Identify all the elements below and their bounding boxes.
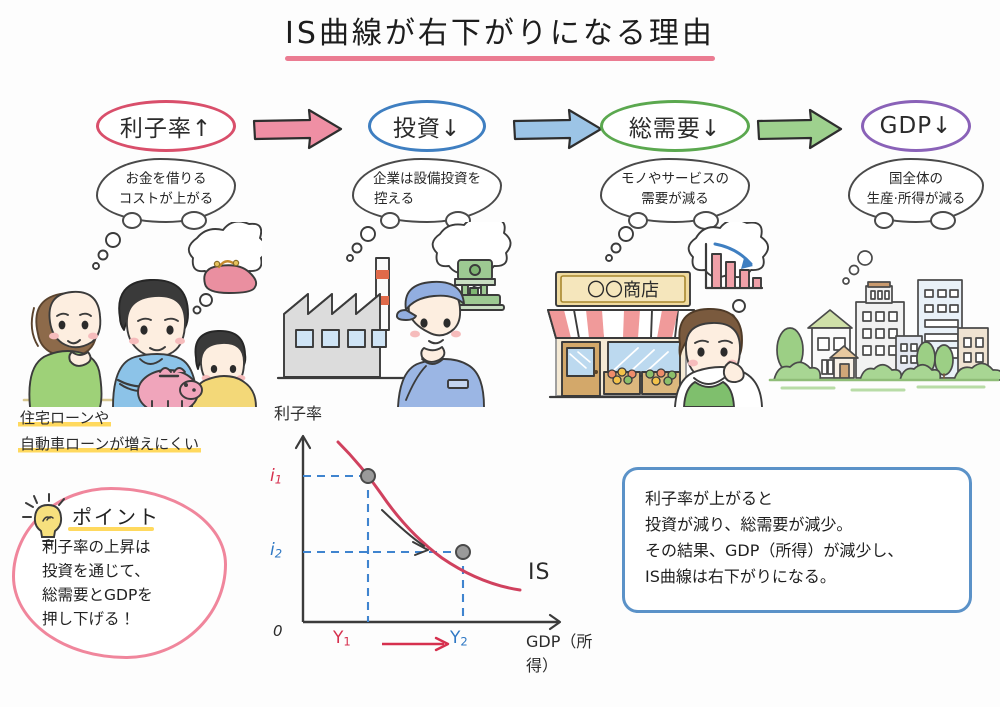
flow-step-2-caption: 企業は設備投資を 控える xyxy=(352,158,502,229)
illustration-factory-worker xyxy=(276,222,512,407)
flow-step-3-caption-line1: モノやサービスの xyxy=(621,171,729,187)
chart-origin-label: 0 xyxy=(273,622,283,640)
shop-sign-text: 〇〇商店 xyxy=(587,280,659,301)
point-cloud: ポイント 利子率の上昇は 投資を通じて、 総需要とGDPを 押し下げる！ xyxy=(12,487,227,659)
flow-step-1-caption-line2: コストが上がる xyxy=(118,191,214,208)
chart-x-axis-label: GDP（所得） xyxy=(526,632,593,675)
flow-step-2-caption-line2: 控える xyxy=(374,191,415,208)
loan-note-line2: 自動車ローンが増えにくい xyxy=(18,435,201,454)
flow-step-2: 投資↓ 企業は設備投資を 控える xyxy=(352,100,502,229)
summary-line1: 利子率が上がると xyxy=(645,489,774,508)
flow-step-4-caption: 国全体の 生産·所得が減る xyxy=(848,158,984,229)
chart-xtick-y2: Y2 xyxy=(450,628,468,649)
point-cloud-heading-underline xyxy=(68,527,154,531)
point-cloud-line1: 利子率の上昇は xyxy=(42,538,151,556)
flow-step-3: 総需要↓ モノやサービスの 需要が減る xyxy=(600,100,750,229)
flow-step-2-label[interactable]: 投資↓ xyxy=(368,100,486,152)
flow-step-3-caption-line2: 需要が減る xyxy=(641,191,709,208)
page-title: IS曲線が右下がりになる理由 xyxy=(0,8,1000,61)
point-cloud-line2: 投資を通じて、 xyxy=(42,562,150,581)
flow-step-4-caption-line1: 国全体の xyxy=(889,171,943,187)
chart-y-axis-label: 利子率 xyxy=(274,404,323,423)
point-cloud-heading: ポイント xyxy=(72,505,160,529)
loan-note-line1: 住宅ローンや xyxy=(18,409,112,427)
loan-note: 住宅ローンや 自動車ローンが増えにくい xyxy=(18,405,201,458)
flow-step-3-caption: モノやサービスの 需要が減る xyxy=(600,158,750,229)
illustration-shop-owner: 〇〇商店 xyxy=(547,222,769,407)
flow-step-4-label[interactable]: GDP↓ xyxy=(861,100,971,152)
lightbulb-icon xyxy=(22,493,65,546)
title-underline xyxy=(285,56,715,61)
chart-curve-label: IS xyxy=(528,560,551,585)
flow-step-1-label[interactable]: 利子率↑ xyxy=(96,100,236,152)
page-title-text: IS曲線が右下がりになる理由 xyxy=(285,16,715,51)
summary-line2: 投資が減り、総需要が減少。 xyxy=(645,514,853,534)
flow-step-1: 利子率↑ お金を借りる コストが上がる xyxy=(96,100,236,229)
flow-arrow-3 xyxy=(756,108,843,150)
chart-point-2[interactable] xyxy=(455,544,471,560)
flow-step-2-caption-line1: 企業は設備投資を xyxy=(373,171,481,187)
flow-arrow-2 xyxy=(512,108,603,150)
chart-xtick-y1: Y1 xyxy=(333,628,351,649)
point-cloud-line3: 総需要とGDPを xyxy=(42,586,153,605)
flow-step-4-caption-line2: 生産·所得が減る xyxy=(866,191,966,208)
is-curve-chart: 利子率 GDP（所得） 0 IS i1 i2 Y1 Y2 xyxy=(258,400,608,675)
illustration-cityscape xyxy=(768,250,1000,392)
flow-step-1-caption-line1: お金を借りる xyxy=(125,171,207,187)
summary-line4: IS曲線は右下がりになる。 xyxy=(645,566,836,586)
illustration-worried-family xyxy=(22,222,262,407)
summary-line3: その結果、GDP（所得）が減少し、 xyxy=(645,540,904,560)
flow-step-3-label[interactable]: 総需要↓ xyxy=(600,100,750,152)
flow-step-1-caption: お金を借りる コストが上がる xyxy=(96,158,236,229)
summary-box: 利子率が上がると 投資が減り、総需要が減少。 その結果、GDP（所得）が減少し、… xyxy=(622,467,972,613)
chart-ytick-i1: i1 xyxy=(270,466,283,487)
flow-step-4: GDP↓ 国全体の 生産·所得が減る xyxy=(848,100,984,229)
chart-plot-area xyxy=(294,434,562,652)
point-cloud-line4: 押し下げる！ xyxy=(42,610,136,629)
chart-point-1[interactable] xyxy=(360,468,376,484)
chart-ytick-i2: i2 xyxy=(270,540,283,561)
flow-arrow-1 xyxy=(252,108,343,150)
point-cloud-body: 利子率の上昇は 投資を通じて、 総需要とGDPを 押し下げる！ xyxy=(42,535,207,631)
